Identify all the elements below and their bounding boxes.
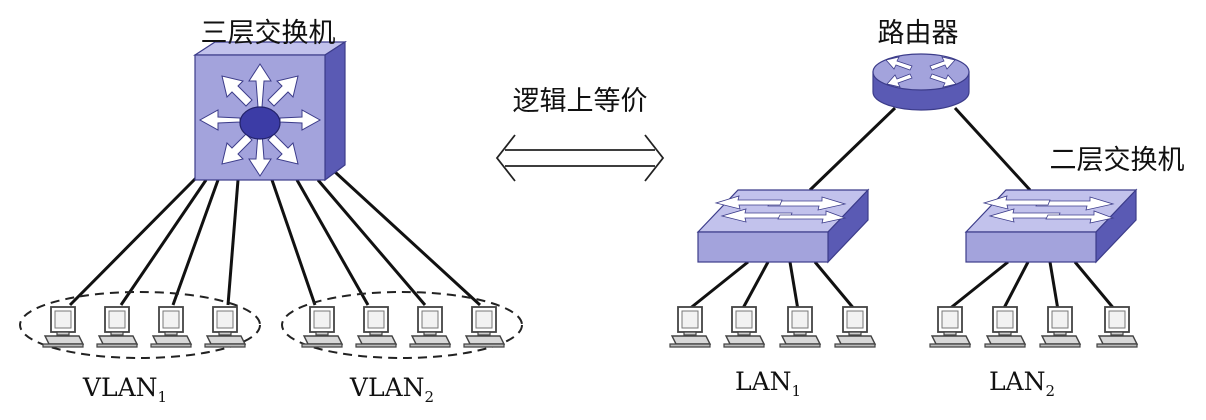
- lan2-pcs: [929, 306, 1138, 348]
- router-label: 路由器: [878, 18, 959, 49]
- pc-icon: [929, 306, 971, 348]
- pc-icon: [723, 306, 765, 348]
- vlan2-pcs: [301, 306, 505, 348]
- pc-icon: [669, 306, 711, 348]
- double-arrow-icon: [495, 134, 665, 182]
- pc-icon: [355, 306, 397, 348]
- vlan1-pcs: [42, 306, 246, 348]
- pc-icon: [984, 306, 1026, 348]
- l2-switch-label: 二层交换机: [1050, 145, 1185, 176]
- vlan2-group: [281, 291, 523, 359]
- vlan2-label: VLAN2: [349, 373, 434, 406]
- l3-switch-label: 三层交换机: [201, 18, 336, 49]
- router-icon: [872, 53, 970, 111]
- pc-icon: [834, 306, 876, 348]
- right-links: [687, 106, 1117, 312]
- left-links: [68, 170, 482, 307]
- pc-icon: [150, 306, 192, 348]
- pc-icon: [1039, 306, 1081, 348]
- pc-icon: [463, 306, 505, 348]
- pc-icon: [1096, 306, 1138, 348]
- l2-switch-icon: [696, 188, 870, 264]
- lan1-pcs: [669, 306, 876, 348]
- pc-icon: [301, 306, 343, 348]
- pc-icon: [42, 306, 84, 348]
- vlan1-group: [19, 291, 261, 359]
- pc-icon: [779, 306, 821, 348]
- l3-switch-icon: [192, 40, 348, 182]
- l2-switch-icon: [964, 188, 1138, 264]
- pc-icon: [409, 306, 451, 348]
- equivalence-label: 逻辑上等价: [513, 86, 648, 117]
- lan2-label: LAN2: [989, 367, 1055, 400]
- pc-icon: [204, 306, 246, 348]
- lan1-label: LAN1: [735, 367, 801, 400]
- vlan1-label: VLAN1: [82, 373, 167, 406]
- pc-icon: [96, 306, 138, 348]
